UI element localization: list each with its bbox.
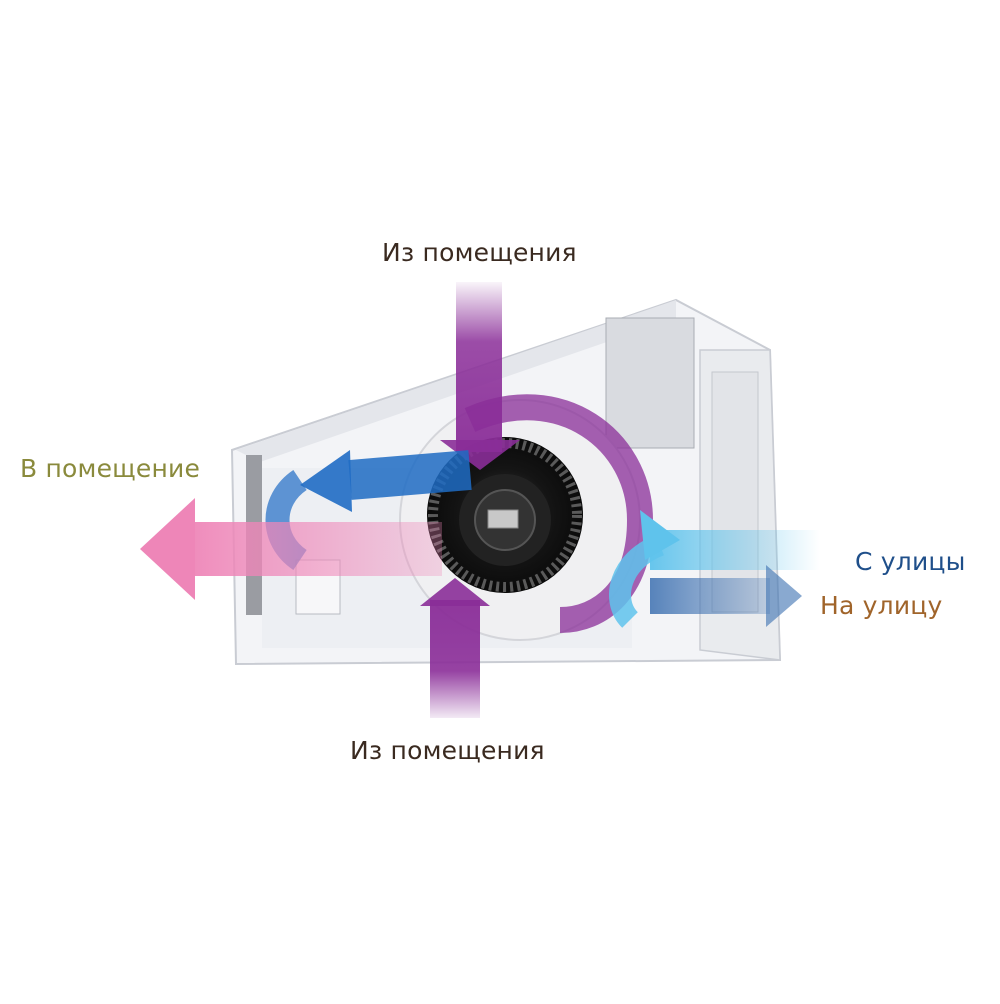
intake-air-cyan-arrow — [609, 510, 820, 628]
supply-air-pink-arrow — [140, 498, 442, 600]
exhaust-air-bottom-arrow — [420, 578, 490, 718]
label-from-room-bottom: Из помещения — [350, 736, 545, 765]
exhaust-air-out-arrow — [650, 565, 802, 627]
label-from-street: С улицы — [855, 547, 966, 576]
label-from-room-top: Из помещения — [382, 238, 577, 267]
label-into-room: В помещение — [20, 454, 201, 483]
exhaust-swirl — [464, 394, 654, 633]
label-to-street: На улицу — [820, 591, 943, 620]
